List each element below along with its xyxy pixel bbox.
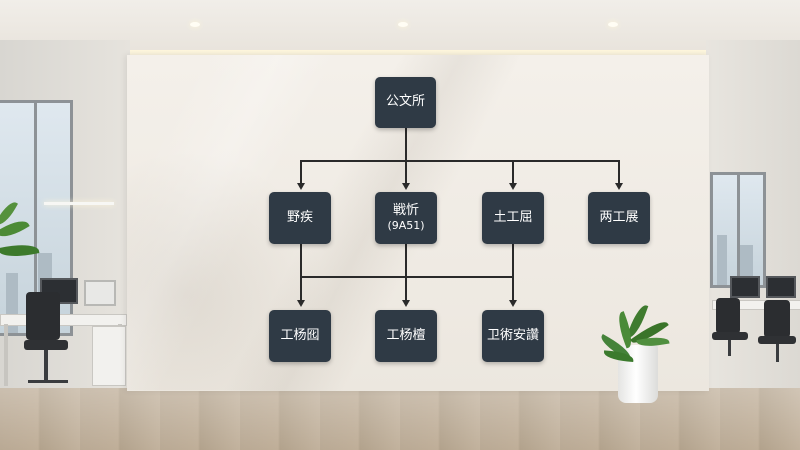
- monitor-icon: [766, 276, 796, 298]
- office-desk: [712, 300, 800, 310]
- ceiling-downlight-icon: [608, 22, 618, 27]
- floor: [0, 388, 800, 450]
- arrow-icon: [615, 183, 623, 190]
- org-node-label: 土工屈: [493, 209, 533, 225]
- ceiling-downlight-icon: [398, 22, 408, 27]
- org-node-level3: 工杨檀: [375, 310, 437, 362]
- connector-line: [300, 160, 620, 162]
- arrow-icon: [402, 183, 410, 190]
- ceiling-downlight-icon: [190, 22, 200, 27]
- office-chair-icon: [764, 300, 790, 338]
- office-chair-icon: [716, 298, 740, 334]
- right-window: [710, 172, 766, 288]
- org-node-label: 工杨檀: [386, 327, 426, 343]
- org-node-level2: 两工展: [588, 192, 650, 244]
- office-chair-icon: [26, 292, 60, 340]
- org-node-label: 工杨囮: [280, 327, 320, 343]
- monitor-icon: [84, 280, 116, 306]
- org-node-sublabel: (9A51): [387, 219, 425, 233]
- org-node-level2: 土工屈: [482, 192, 544, 244]
- org-node-level2: 戦忻 (9A51): [375, 192, 437, 244]
- org-node-label: 卫術安讚: [486, 327, 539, 343]
- monitor-icon: [730, 276, 760, 298]
- org-node-level3: 卫術安讚: [482, 310, 544, 362]
- connector-line: [300, 276, 514, 278]
- org-node-label: 野疾: [286, 209, 313, 225]
- org-node-label: 戦忻: [392, 203, 419, 218]
- arrow-icon: [509, 183, 517, 190]
- arrow-icon: [509, 300, 517, 307]
- org-node-level3: 工杨囮: [269, 310, 331, 362]
- arrow-icon: [297, 183, 305, 190]
- org-node-root: 公文所: [375, 77, 436, 128]
- office-desk: [0, 314, 127, 326]
- arrow-icon: [297, 300, 305, 307]
- desk-cabinet: [92, 326, 126, 386]
- org-node-level2: 野疾: [269, 192, 331, 244]
- ceiling-light-strip: [44, 202, 114, 205]
- org-node-label: 两工展: [599, 209, 639, 225]
- connector-line: [405, 128, 407, 161]
- arrow-icon: [402, 300, 410, 307]
- org-node-label: 公文所: [385, 94, 425, 110]
